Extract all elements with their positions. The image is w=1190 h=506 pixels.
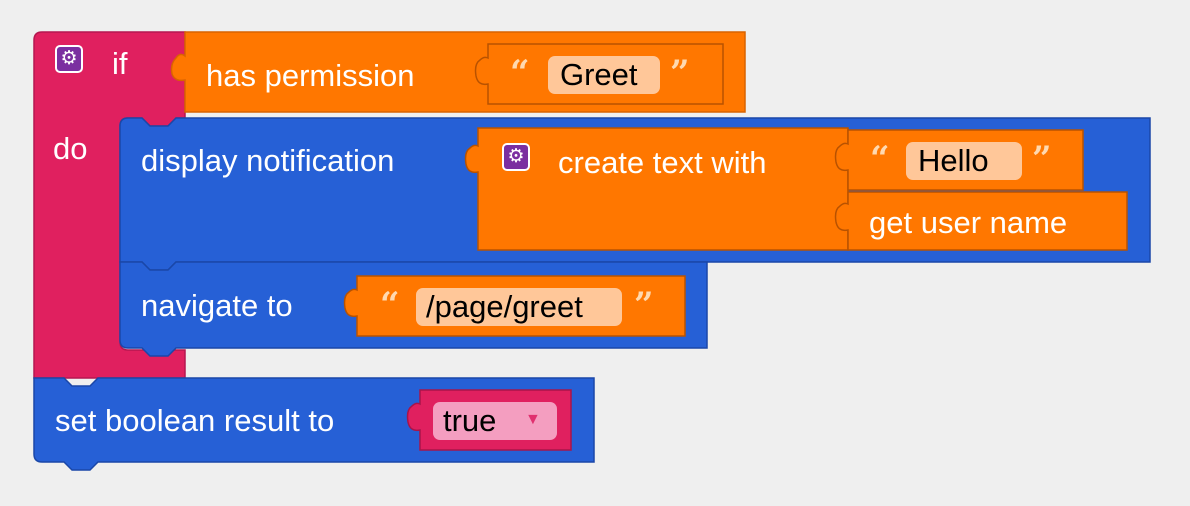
hello-text-field[interactable]: Hello (906, 142, 1022, 180)
page-path-field[interactable]: /page/greet (416, 288, 622, 326)
get-user-name-label: get user name (869, 205, 1068, 240)
if-label: if (112, 46, 128, 81)
open-quote: “ (870, 139, 890, 179)
display-notification-block[interactable] (119, 117, 1151, 271)
do-label: do (53, 131, 88, 166)
set-result-label: set boolean result to (55, 403, 335, 438)
dropdown-caret-icon: ▼ (525, 411, 541, 428)
boolean-dropdown[interactable]: true ▼ (433, 402, 557, 440)
open-quote: “ (510, 53, 530, 93)
navigate-label: navigate to (141, 288, 293, 323)
close-quote: ” (634, 285, 654, 325)
create-text-label: create text with (558, 145, 767, 180)
open-quote: “ (380, 285, 400, 325)
gear-icon[interactable]: ⚙ (55, 45, 83, 73)
display-notification-label: display notification (141, 143, 395, 178)
has-permission-label: has permission (206, 58, 415, 93)
close-quote: ” (670, 53, 690, 93)
permission-name-field[interactable]: Greet (548, 56, 660, 94)
gear-icon[interactable]: ⚙ (502, 143, 530, 171)
boolean-value: true (443, 403, 497, 438)
close-quote: ” (1032, 139, 1052, 179)
